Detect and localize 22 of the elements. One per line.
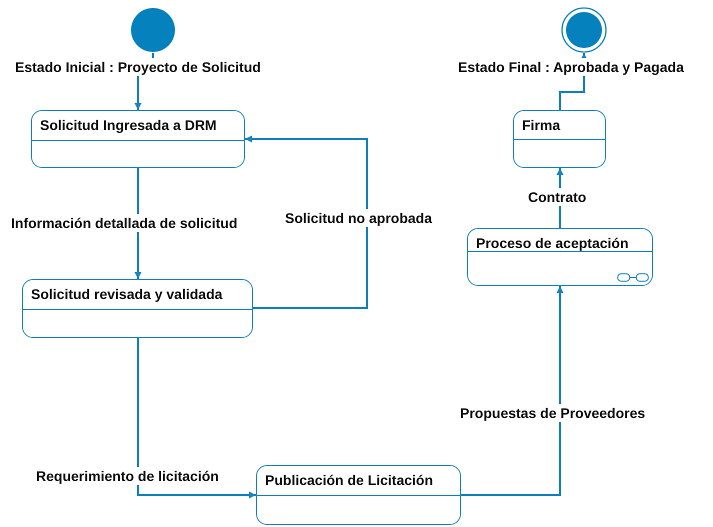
edge-label: Requerimiento de licitación — [35, 467, 220, 485]
transition-arrow — [137, 338, 256, 498]
state-box — [513, 110, 606, 168]
edge-label: Propuestas de Proveedores — [459, 404, 646, 422]
edge-label: Solicitud no aprobada — [284, 209, 434, 227]
state-box — [22, 279, 253, 338]
state-name: Solicitud Ingresada a DRM — [32, 111, 244, 141]
transition-arrow — [461, 286, 564, 496]
state-label: Estado Final : Aprobada y Pagada — [457, 58, 685, 76]
transition-arrow — [245, 136, 368, 309]
state-name: Firma — [514, 111, 605, 140]
state-label: Estado Inicial : Proyecto de Solicitud — [14, 58, 262, 76]
edge-label: Contrato — [527, 188, 588, 206]
initial-state-circle — [130, 7, 176, 53]
state-name: Proceso de aceptación — [468, 229, 652, 252]
state-box — [31, 110, 245, 168]
edge-label: Información detallada de solicitud — [10, 214, 238, 232]
state-box — [467, 228, 653, 286]
state-name: Publicación de Licitación — [257, 466, 460, 496]
final-state-circle — [561, 7, 607, 53]
state-box — [256, 465, 461, 525]
state-name: Solicitud revisada y validada — [23, 280, 252, 310]
